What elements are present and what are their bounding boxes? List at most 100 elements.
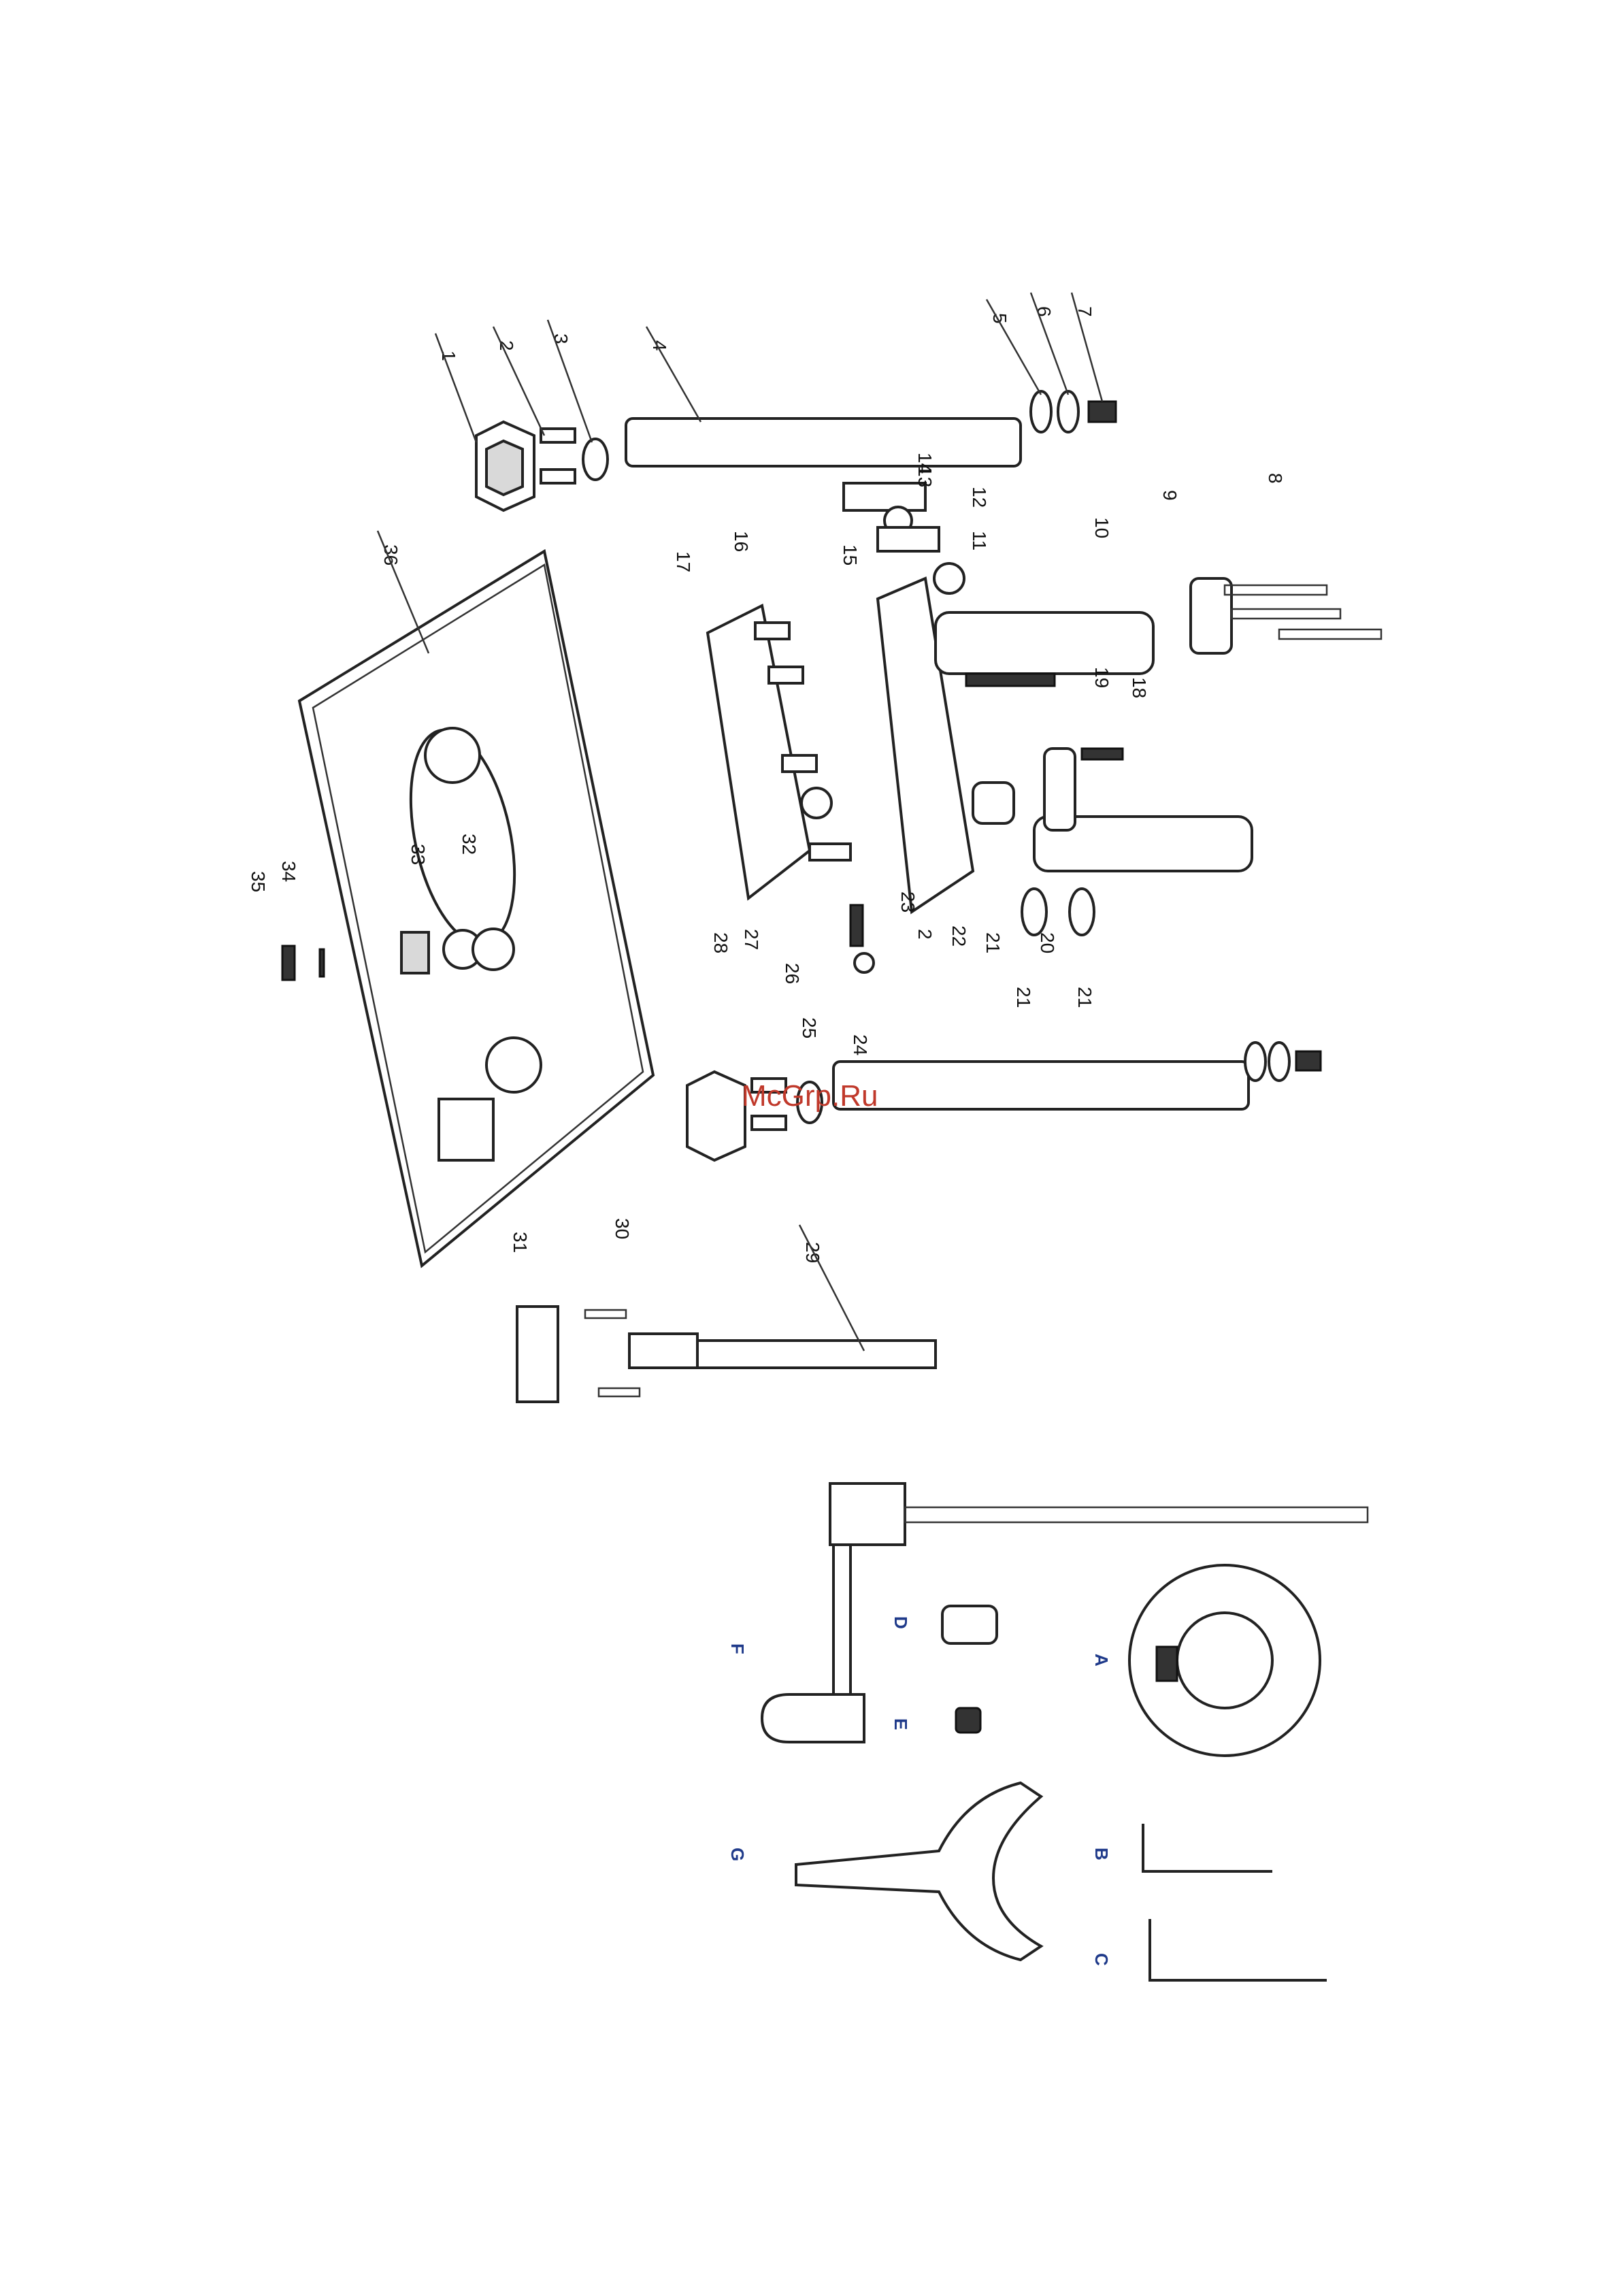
base-part-31	[517, 1307, 558, 1402]
hub-part-30	[629, 1334, 697, 1368]
callout-12: 12	[969, 487, 990, 508]
washer-part-5	[1031, 391, 1051, 432]
pin-part-16a	[755, 623, 789, 639]
callout-35: 35	[248, 871, 269, 892]
callout-16: 16	[731, 531, 752, 552]
spanner-G	[796, 1783, 1041, 1960]
washer-lower-c	[1269, 1043, 1289, 1081]
callout-22: 22	[948, 925, 970, 947]
callout-1: 1	[438, 350, 459, 361]
clamp-assembly	[844, 483, 964, 593]
callout-2b: 2	[914, 929, 936, 940]
callout-28: 28	[710, 932, 731, 953]
label-plate	[439, 1099, 493, 1160]
letter-G: G	[727, 1848, 748, 1861]
callout-20: 20	[1037, 932, 1058, 953]
letter-E: E	[891, 1718, 911, 1730]
callout-33: 33	[408, 844, 429, 865]
hex-key-B	[1143, 1824, 1272, 1871]
sleeve-part-19	[1044, 749, 1075, 830]
washer-part-3	[583, 439, 608, 480]
washer-part-6	[1058, 391, 1078, 432]
ring-gauge-A-mark	[1157, 1647, 1177, 1681]
bolt-part-8b	[1231, 609, 1340, 619]
key-part-35	[282, 946, 295, 980]
watermark: McGrp.Ru	[742, 1079, 878, 1113]
spring-part-25	[850, 905, 863, 946]
pin-D	[942, 1606, 997, 1643]
callout-34: 34	[278, 861, 299, 882]
ball-part-24	[855, 953, 874, 972]
bolt-part-8a	[1225, 585, 1327, 595]
leader-1	[435, 333, 476, 442]
bolt-lower	[1296, 1051, 1321, 1070]
callout-26: 26	[782, 963, 803, 984]
callout-8: 8	[1265, 473, 1286, 484]
callout-18: 18	[1129, 677, 1150, 698]
flange-part-17	[708, 606, 810, 898]
leader-5	[987, 299, 1041, 395]
pin-part-16b	[769, 667, 803, 683]
ring-part-21a	[1022, 889, 1046, 935]
ring-part-32	[473, 929, 514, 970]
pin-part-26	[810, 844, 850, 860]
clamp-part-14	[844, 483, 925, 510]
leader-4	[646, 327, 701, 422]
callout-25: 25	[799, 1017, 820, 1038]
callout-9: 9	[1159, 490, 1180, 501]
crank-shaft-F	[905, 1507, 1368, 1522]
crank-head-F	[830, 1483, 905, 1545]
callout-15: 15	[840, 544, 861, 565]
leader-36	[378, 531, 429, 653]
block-port	[401, 932, 429, 973]
callout-11: 11	[969, 531, 990, 551]
screw-part-30b	[599, 1388, 640, 1396]
clamp-part-12	[878, 527, 939, 551]
screw-part-2b	[541, 470, 575, 483]
callout-14: 14	[914, 453, 936, 474]
insert-E	[956, 1708, 980, 1733]
callout-21a: 21	[982, 932, 1004, 953]
callout-23: 23	[897, 891, 919, 913]
washer-lower-b	[1245, 1043, 1266, 1081]
pin-part-16c	[782, 755, 816, 772]
base-plate-part-36	[299, 551, 653, 1266]
lower-port	[486, 1038, 541, 1092]
callout-30: 30	[612, 1218, 633, 1239]
accessory-letters: A B C D E F G	[727, 1616, 1112, 1966]
pin-part-34	[320, 949, 324, 977]
upper-port	[425, 728, 480, 783]
screw-part-2a	[541, 429, 575, 442]
screw-lower-b	[752, 1116, 786, 1130]
letter-B: B	[1091, 1848, 1112, 1860]
handle-assembly	[517, 1307, 936, 1402]
bolt-upper	[966, 674, 1055, 686]
letter-A: A	[1091, 1654, 1112, 1667]
callout-27: 27	[741, 929, 762, 950]
end-cap-inner	[486, 441, 523, 495]
washer-part-27	[801, 788, 831, 818]
rod-lower	[833, 1062, 1249, 1109]
letter-F: F	[727, 1643, 748, 1654]
end-cap-lower	[687, 1072, 745, 1160]
bolt-part-8c	[1279, 629, 1381, 639]
callout-17: 17	[673, 551, 694, 572]
callout-10: 10	[1091, 517, 1112, 538]
callout-31: 31	[510, 1232, 531, 1253]
letter-D: D	[891, 1616, 911, 1629]
leader-2	[493, 327, 544, 436]
callout-2: 2	[496, 340, 517, 351]
callout-32: 32	[459, 834, 480, 855]
leader-29	[799, 1225, 864, 1351]
bushing-part-22	[973, 783, 1014, 823]
rod-part-4	[626, 419, 1021, 466]
top-rod-assembly	[476, 391, 1116, 510]
tube-part-10	[936, 612, 1153, 674]
middle-body-assembly	[708, 578, 1381, 972]
screw-part-30a	[585, 1310, 626, 1318]
callout-21b: 21	[1013, 987, 1034, 1008]
callout-21c: 21	[1074, 987, 1095, 1008]
callout-19: 19	[1091, 667, 1112, 688]
